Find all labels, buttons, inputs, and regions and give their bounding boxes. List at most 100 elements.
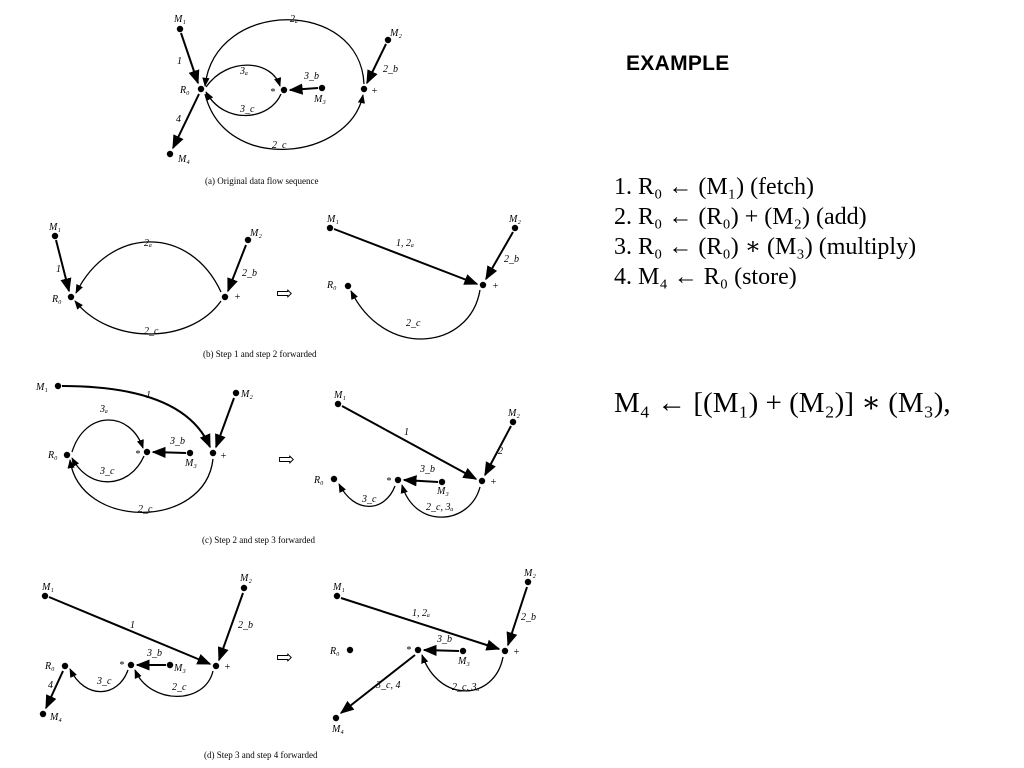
edge-2 xyxy=(484,425,512,477)
label-e2c: 2_c xyxy=(272,140,287,151)
step-fetch: 1. R₀ ← (M₁) (fetch) xyxy=(614,174,815,200)
node-plus xyxy=(209,449,217,457)
edge-2b xyxy=(215,397,235,449)
edge-1 xyxy=(341,405,478,480)
label-m2: M₂ xyxy=(508,214,521,225)
node-m1 xyxy=(334,400,342,408)
label-e1: 1 xyxy=(56,264,61,275)
node-m2 xyxy=(232,389,240,397)
label-m3: M₃ xyxy=(313,94,326,105)
label-plus: + xyxy=(224,662,231,673)
node-star xyxy=(414,646,422,654)
edge-2b xyxy=(366,43,387,85)
label-m4: M₄ xyxy=(331,724,344,735)
label-e1: 1 xyxy=(404,427,409,438)
label-e12a: 1, 2ₐ xyxy=(396,238,414,249)
edge-3c xyxy=(338,483,396,508)
edge-2b xyxy=(227,244,247,293)
edge-12a xyxy=(333,228,479,285)
label-star: * xyxy=(270,87,275,98)
label-plus: + xyxy=(234,292,241,303)
transform-arrow: ⇨ xyxy=(276,283,293,305)
label-r0: R₀ xyxy=(179,85,190,96)
node-plus xyxy=(221,293,229,301)
edge-2c xyxy=(204,93,365,151)
label-m2: M₂ xyxy=(507,408,520,419)
label-e2: 2 xyxy=(498,446,503,457)
edge-2c3a xyxy=(400,484,481,518)
label-e3c4: 3_c, 4 xyxy=(375,680,400,691)
label-e3b: 3_b xyxy=(146,648,162,659)
label-e2c3a: 2_c, 3ₐ xyxy=(426,502,453,513)
node-m3 xyxy=(459,647,467,655)
node-plus xyxy=(479,281,487,289)
node-m3 xyxy=(186,449,194,457)
label-m3: M₃ xyxy=(457,656,470,667)
edge-2c xyxy=(67,458,214,513)
label-r0: R₀ xyxy=(47,450,58,461)
node-m1 xyxy=(51,232,59,240)
label-plus: + xyxy=(513,647,520,658)
node-m3 xyxy=(318,84,326,92)
node-m2 xyxy=(244,236,252,244)
node-r0 xyxy=(330,475,338,483)
edge-2a xyxy=(202,19,365,87)
node-star xyxy=(127,661,135,669)
label-e3b: 3_b xyxy=(419,464,435,475)
edge-3c xyxy=(69,668,129,693)
edge-2c3a xyxy=(421,654,504,692)
panel-d: M₁ M₂ R₀ M₃ M₄ + * 1 2_b 3_b 3_c 2_c 4 ⇨… xyxy=(39,568,536,760)
node-r0 xyxy=(346,646,354,654)
edge-3c xyxy=(205,91,282,117)
node-m4 xyxy=(166,150,174,158)
label-e2c: 2_c xyxy=(144,326,159,337)
label-m3: M₃ xyxy=(436,486,449,497)
edge-1 xyxy=(61,385,211,449)
panel-c: M₁ M₂ R₀ M₃ + * 1 3ₐ 3_b 3_c 2_c ⇨ M₁ M₂… xyxy=(35,382,520,545)
label-plus: + xyxy=(490,477,497,488)
label-r0: R₀ xyxy=(313,475,324,486)
instruction-steps: 1. R₀ ← (M₁) (fetch) 2. R₀ ← (R₀) + (M₂)… xyxy=(614,172,916,292)
label-r0: R₀ xyxy=(44,661,55,672)
edge-2b xyxy=(217,592,244,662)
label-m1: M₁ xyxy=(333,390,346,401)
label-plus: + xyxy=(371,86,378,97)
label-e2b: 2_b xyxy=(242,268,257,279)
label-e1: 1 xyxy=(177,56,182,67)
label-m3: M₃ xyxy=(184,458,197,469)
label-e3b: 3_b xyxy=(169,436,185,447)
edge-2b xyxy=(506,586,528,647)
edge-1 xyxy=(55,239,72,293)
edge-3b xyxy=(402,475,439,487)
node-plus xyxy=(360,85,368,93)
transform-arrow: ⇨ xyxy=(278,449,295,471)
node-r0 xyxy=(67,293,75,301)
label-m2: M₂ xyxy=(239,573,252,584)
edge-3b xyxy=(422,644,460,656)
label-e2c: 2_c xyxy=(138,504,153,515)
caption-b: (b) Step 1 and step 2 forwarded xyxy=(203,349,317,359)
edge-3a xyxy=(71,419,144,453)
node-m2 xyxy=(240,584,248,592)
caption-a: (a) Original data flow sequence xyxy=(205,176,318,186)
edge-2a xyxy=(75,241,222,294)
label-m1: M₁ xyxy=(35,382,48,393)
label-m1: M₁ xyxy=(48,222,61,233)
label-e2b: 2_b xyxy=(238,620,253,631)
node-m4 xyxy=(332,714,340,722)
label-e2c: 2_c xyxy=(172,682,187,693)
label-e1: 1 xyxy=(146,390,151,401)
label-e3c: 3_c xyxy=(239,104,255,115)
label-e2b: 2_b xyxy=(383,64,398,75)
node-r0 xyxy=(197,85,205,93)
label-e3c: 3_c xyxy=(96,676,112,687)
label-e2a: 2ₐ xyxy=(290,14,298,25)
panel-b: M₁ M₂ R₀ + 1 2ₐ 2_b 2_c ⇨ M₁ M₂ R₀ + 1, … xyxy=(48,214,521,359)
edge-3c4 xyxy=(339,654,416,714)
node-m2 xyxy=(524,578,532,586)
step-store: 4. M₄ ← R₀ (store) xyxy=(614,264,797,290)
transform-arrow: ⇨ xyxy=(276,647,293,669)
node-m1 xyxy=(326,224,334,232)
edge-2b xyxy=(485,231,514,281)
